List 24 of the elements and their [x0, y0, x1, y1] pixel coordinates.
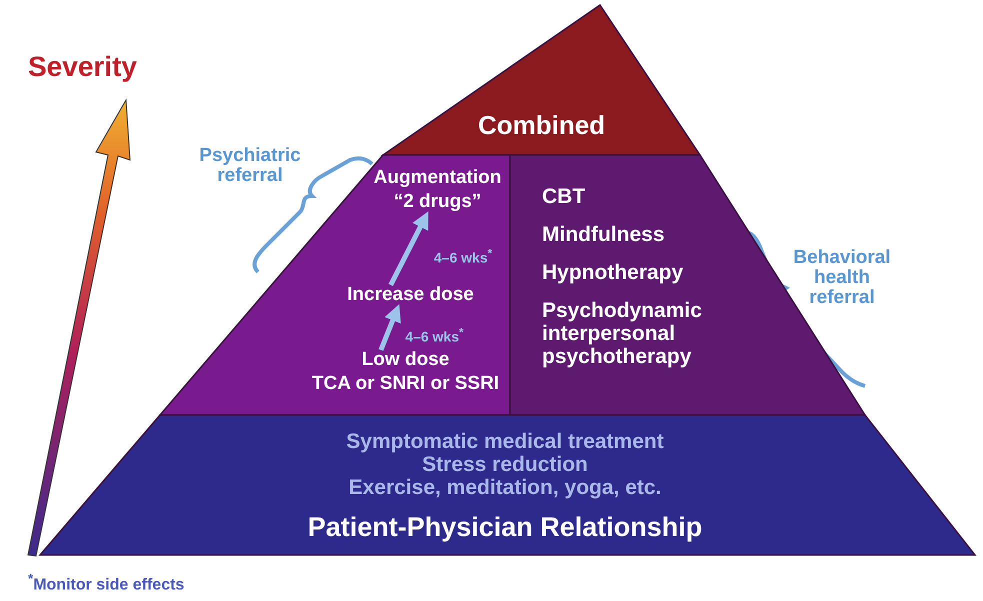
- therapy-label: Mindfulness: [542, 223, 666, 246]
- therapy-label: CBT: [542, 185, 586, 208]
- relationship-label: Patient-Physician Relationship: [306, 513, 704, 543]
- axis-title: Severity: [28, 52, 138, 82]
- treatment-label: Exercise, meditation, yoga, etc.: [348, 476, 662, 500]
- stage-label: Increase dose: [346, 285, 475, 306]
- footnote: $^{*}$Monitor side effects: [28, 572, 186, 594]
- stage-label: “2 drugs”: [392, 192, 482, 213]
- edge-label: 4–6 wks$^{*}$: [405, 326, 464, 344]
- therapy-label: Psychodynamic interpersonal psychotherapy: [542, 299, 703, 368]
- stage-label: Low dose: [360, 350, 450, 371]
- arrow: [388, 211, 428, 286]
- stage-label: Combined: [476, 111, 606, 140]
- therapy-label: Hypnotherapy: [542, 261, 684, 284]
- annotation-label: Behavioral health referral: [792, 248, 892, 308]
- foundation-section: [40, 415, 975, 555]
- apex-section: [383, 5, 700, 155]
- treatment-label: Stress reduction: [421, 453, 589, 476]
- arrow: [378, 304, 401, 351]
- annotation-label: Psychiatric referral: [198, 146, 302, 186]
- edge-label: 4–6 wks$^{*}$: [434, 246, 492, 266]
- stage-label: TCA or SNRI or SSRI: [310, 374, 500, 395]
- stage-label: Augmentation: [372, 168, 502, 189]
- treatment-label: Symptomatic medical treatment: [345, 430, 665, 454]
